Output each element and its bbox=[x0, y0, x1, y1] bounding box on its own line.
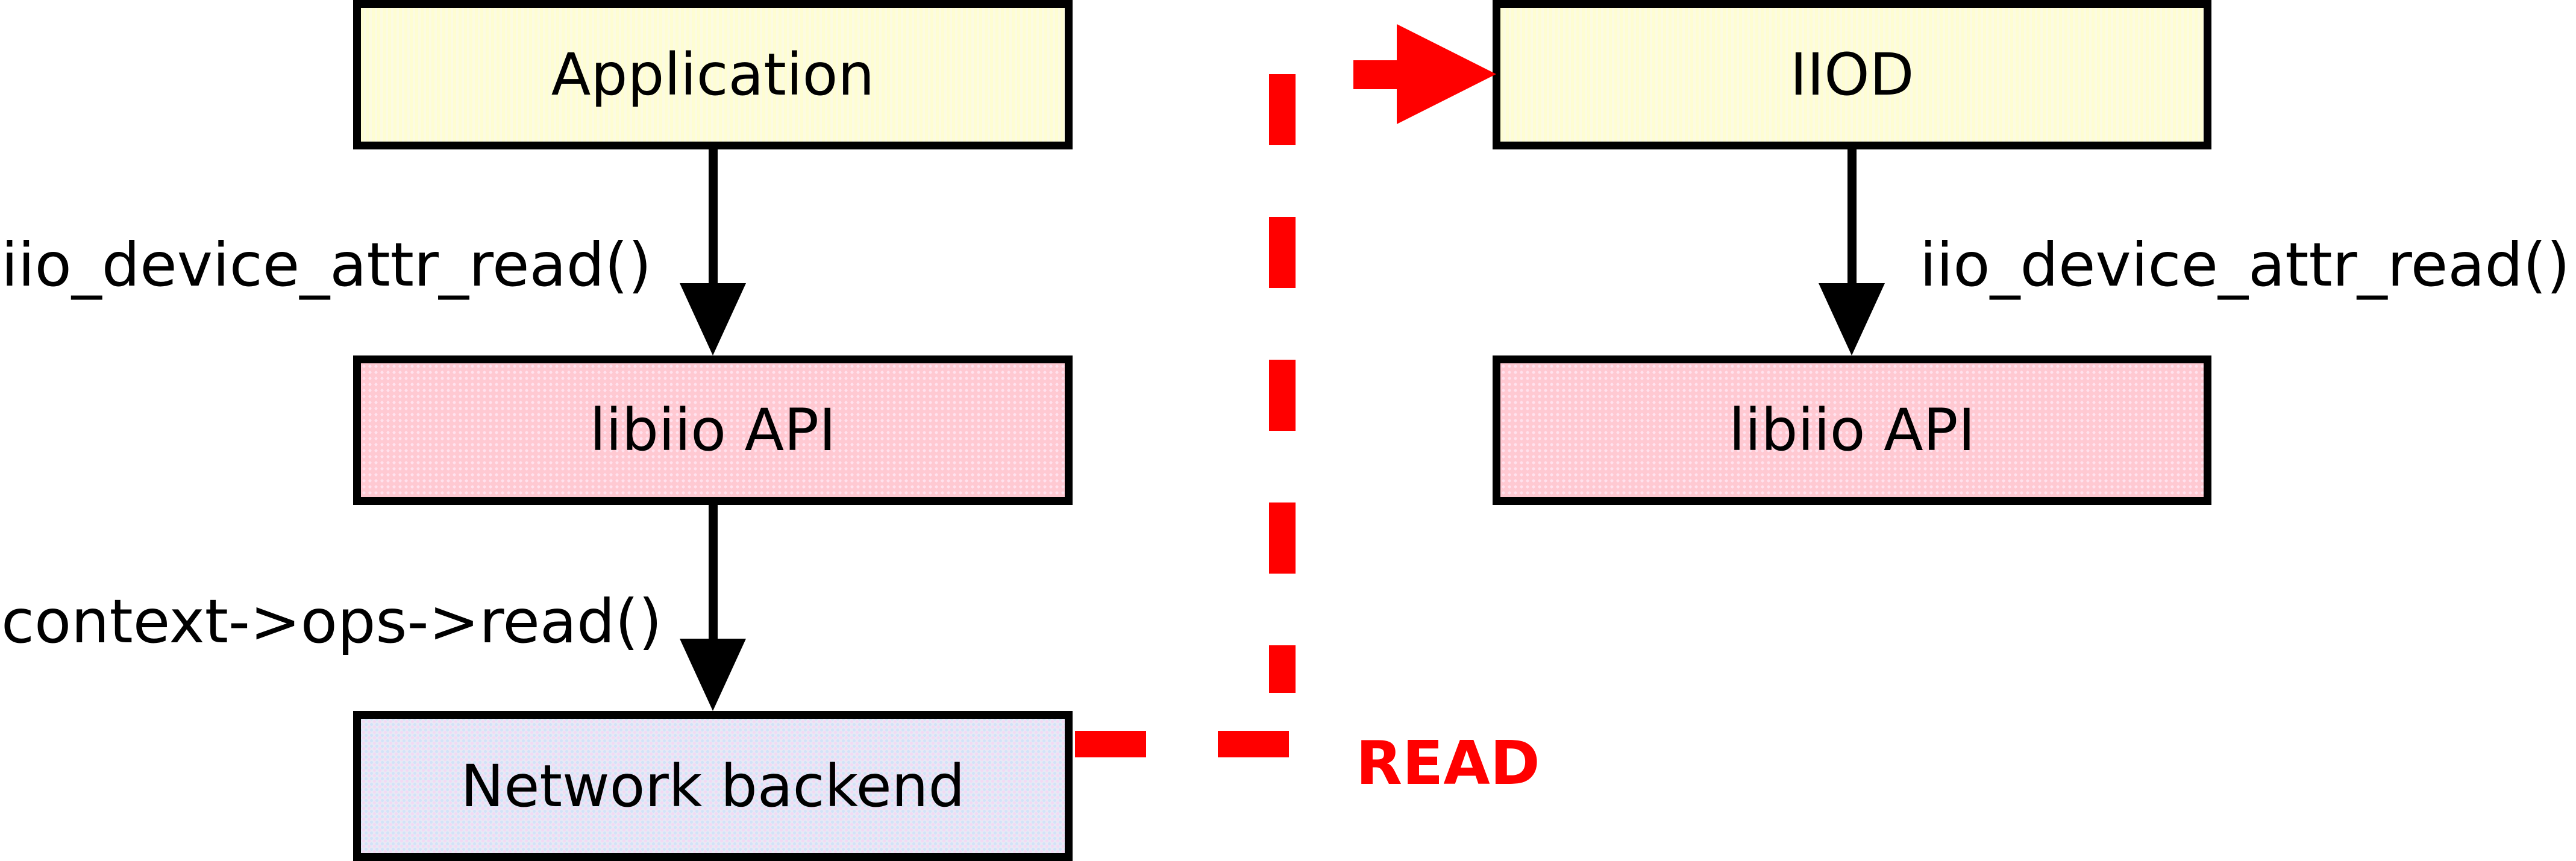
box-application: Application bbox=[353, 0, 1073, 149]
arrow-iiod-to-libiio-shaft bbox=[1847, 149, 1857, 289]
box-libiio-api-right: libiio API bbox=[1493, 355, 2211, 505]
arrow-iiod-to-libiio-head-icon bbox=[1819, 283, 1885, 355]
box-application-label: Application bbox=[551, 41, 875, 108]
red-dashed-line-vertical bbox=[1269, 74, 1296, 693]
arrow-libiio-to-network-shaft bbox=[709, 505, 718, 645]
box-iiod-label: IIOD bbox=[1790, 41, 1914, 108]
arrow-application-to-libiio-shaft bbox=[709, 149, 718, 289]
box-iiod: IIOD bbox=[1493, 0, 2211, 149]
box-network-backend: Network backend bbox=[353, 711, 1073, 861]
read-label: READ bbox=[1356, 728, 1540, 798]
box-libiio-api-left-label: libiio API bbox=[589, 396, 836, 464]
read-arrow-shaft bbox=[1353, 60, 1405, 89]
read-arrow-head-icon bbox=[1397, 24, 1496, 124]
box-network-backend-label: Network backend bbox=[460, 752, 965, 820]
arrow-libiio-to-network-head-icon bbox=[680, 639, 746, 711]
call-label-iio-device-attr-read-right: iio_device_attr_read() bbox=[1919, 230, 2570, 300]
call-label-iio-device-attr-read-left: iio_device_attr_read() bbox=[1, 230, 652, 300]
arrow-application-to-libiio-head-icon bbox=[680, 283, 746, 355]
box-libiio-api-left: libiio API bbox=[353, 355, 1073, 505]
red-dashed-line-horizontal bbox=[1075, 731, 1297, 757]
box-libiio-api-right-label: libiio API bbox=[1729, 396, 1975, 464]
call-label-context-ops-read: context->ops->read() bbox=[1, 586, 662, 657]
